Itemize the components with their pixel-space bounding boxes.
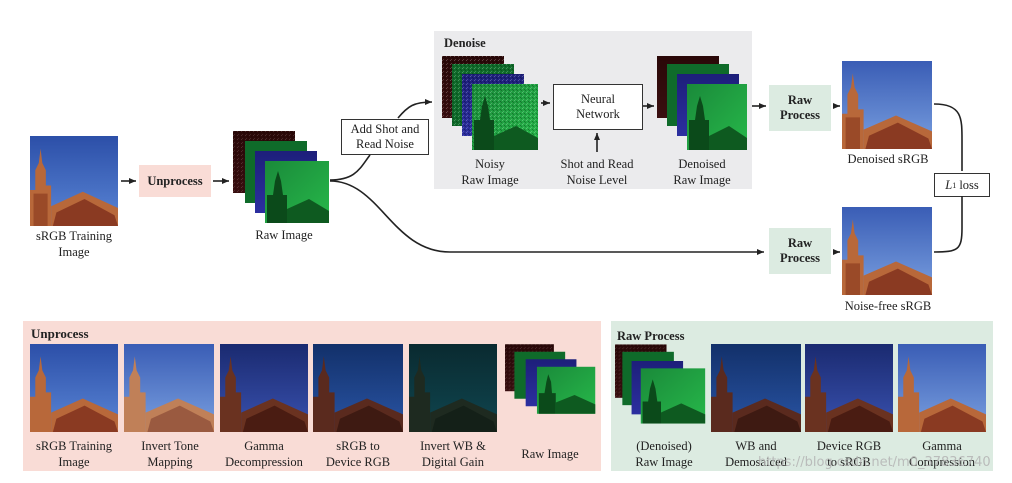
denoise-title: Denoise	[444, 36, 486, 50]
unprocess-step-1-image	[30, 344, 118, 432]
unprocess-step-5-label: Invert WB & Digital Gain	[420, 439, 486, 469]
unprocess-step-3-label: Gamma Decompression	[225, 439, 303, 469]
raw-process-box-top: Raw Process	[769, 85, 831, 131]
noisy-raw-image-stack	[442, 56, 542, 152]
loss-sub: 1	[952, 180, 957, 190]
add-noise-box: Add Shot and Read Noise	[341, 119, 429, 155]
unprocess-step-2-image	[124, 344, 214, 432]
loss-l: L	[945, 177, 953, 192]
raw-process-step-1-label: (Denoised) Raw Image	[635, 439, 693, 469]
unprocess-panel-title: Unprocess	[31, 326, 89, 341]
watermark: https://blog.csdn.net/m0_37836740	[758, 455, 991, 470]
srgb-training-label: sRGB Training Image	[35, 229, 113, 259]
noise-free-srgb-label: Noise-free sRGB	[844, 299, 932, 313]
unprocess-step-2-label: Invert Tone Mapping	[141, 439, 199, 469]
noise-level-label: Shot and Read Noise Level	[560, 157, 634, 187]
raw-image-label: Raw Image	[255, 228, 313, 242]
noise-free-srgb-image	[842, 207, 932, 295]
neural-network-box: Neural Network	[553, 84, 643, 130]
raw-process-panel-title: Raw Process	[617, 329, 685, 343]
unprocess-step-5-image	[409, 344, 497, 432]
loss-text: loss	[956, 177, 979, 192]
raw-image-stack	[233, 131, 333, 227]
raw-process-step-1-image	[615, 344, 707, 424]
unprocess-step-3-image	[220, 344, 308, 432]
unprocess-panel	[23, 321, 601, 471]
raw-process-box-bottom: Raw Process	[769, 228, 831, 274]
unprocess-step-4-label: sRGB to Device RGB	[325, 439, 391, 469]
unprocess-step-6-image	[505, 344, 599, 414]
raw-process-step-2-label: WB and Demosaiced	[725, 439, 787, 469]
denoised-raw-label: Denoised Raw Image	[673, 157, 731, 187]
unprocess-step-1-label: sRGB Training Image	[35, 439, 113, 469]
raw-process-step-4-image	[898, 344, 986, 432]
noisy-raw-label: Noisy Raw Image	[461, 157, 519, 187]
raw-process-step-3-label: Device RGB to sRGB	[816, 439, 882, 469]
unprocess-step-6-label: Raw Image	[521, 447, 579, 461]
srgb-training-image	[30, 136, 118, 226]
denoised-srgb-label: Denoised sRGB	[847, 152, 929, 166]
denoised-srgb-image	[842, 61, 932, 149]
denoised-raw-image-stack	[657, 56, 757, 152]
unprocess-step-4-image	[313, 344, 403, 432]
raw-process-step-4-label: Gamma Compression	[909, 439, 975, 469]
raw-process-step-2-image	[711, 344, 801, 432]
raw-process-step-3-image	[805, 344, 893, 432]
unprocess-box: Unprocess	[139, 165, 211, 197]
